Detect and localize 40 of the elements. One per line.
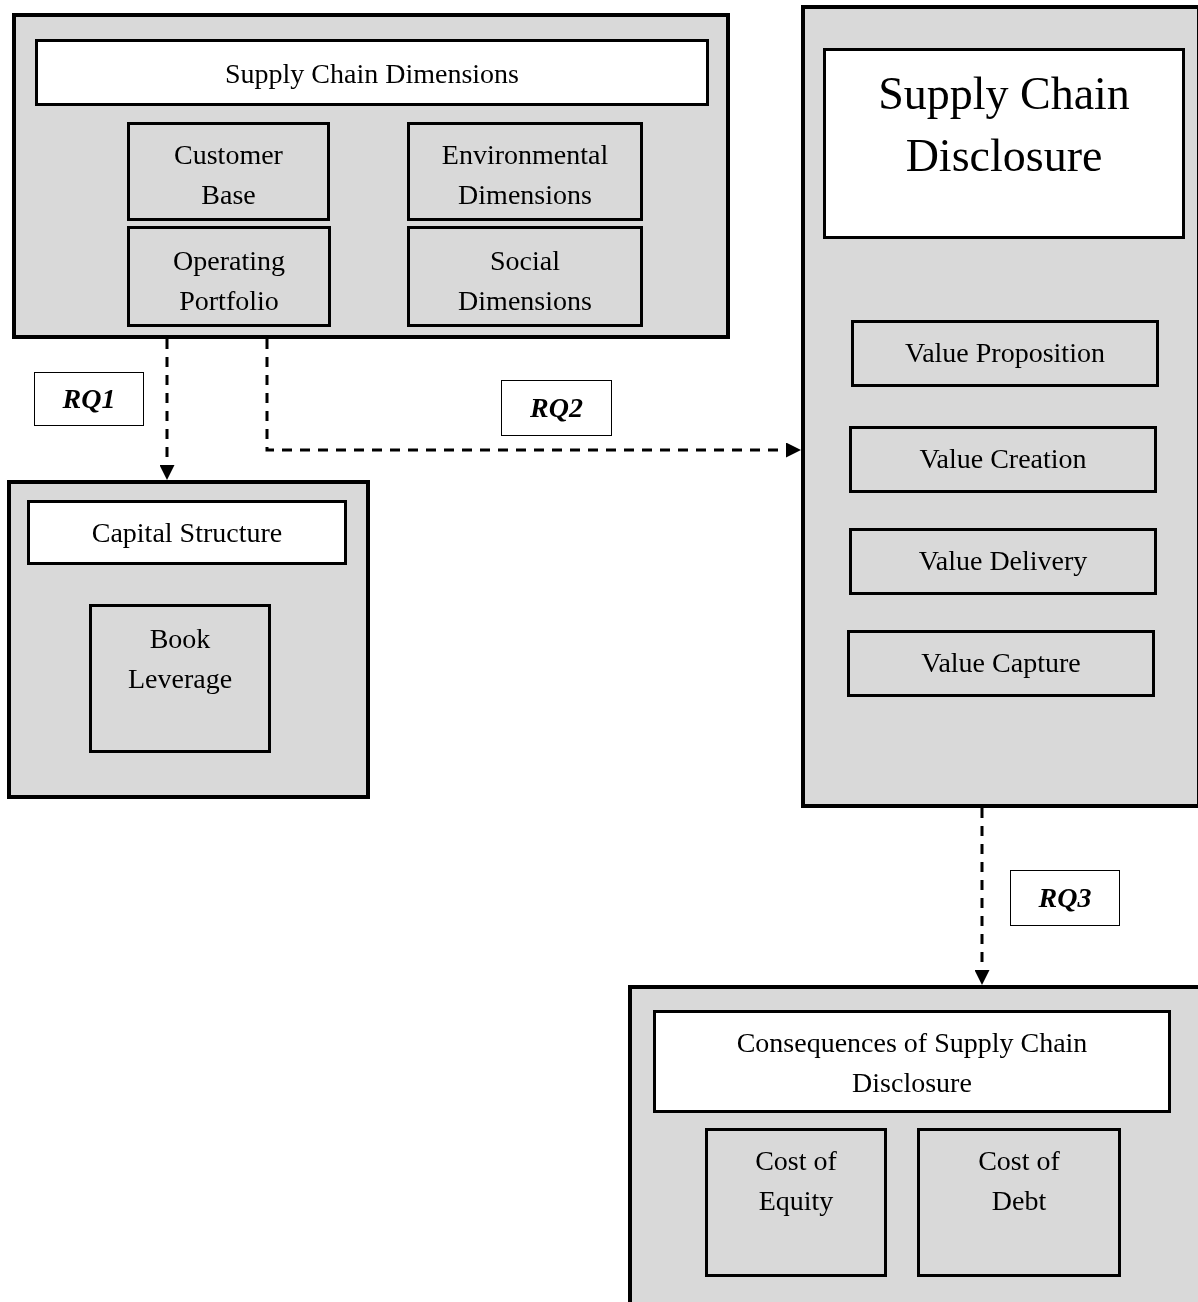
box-text: Value Capture	[920, 646, 1082, 680]
concept-box	[847, 630, 1155, 697]
concept-box	[849, 426, 1157, 493]
box-text: Value Delivery	[917, 544, 1089, 578]
box-text: Customer Base	[173, 138, 284, 212]
box-text: Supply Chain Disclosure	[877, 67, 1131, 183]
group-panel	[801, 5, 1198, 808]
group-panel	[12, 13, 730, 339]
concept-box	[849, 528, 1157, 595]
concept-box	[127, 122, 330, 221]
box-text: Capital Structure	[90, 516, 284, 550]
box-text: Book Leverage	[126, 622, 234, 696]
dashed-arrow	[265, 339, 801, 458]
box-text: Cost of Debt	[977, 1144, 1061, 1218]
box-text: Social Dimensions	[457, 244, 593, 318]
box-text: Value Creation	[918, 442, 1088, 476]
dashed-arrow	[974, 808, 990, 985]
box-text: Operating Portfolio	[172, 244, 286, 318]
edge-label: RQ2	[501, 380, 612, 436]
header-box	[653, 1010, 1171, 1113]
box-text: Environmental Dimensions	[440, 138, 610, 212]
group-panel	[7, 480, 370, 799]
box-text: Supply Chain Dimensions	[224, 57, 520, 91]
concept-box	[407, 122, 643, 221]
box-text: Cost of Equity	[754, 1144, 838, 1218]
box-text: Consequences of Supply Chain Disclosure	[735, 1026, 1089, 1100]
edge-label: RQ1	[34, 372, 144, 426]
concept-box	[917, 1128, 1121, 1277]
header-box	[35, 39, 709, 106]
group-panel	[628, 985, 1198, 1302]
concept-box	[407, 226, 643, 327]
header-box	[823, 48, 1185, 239]
concept-box	[851, 320, 1159, 387]
concept-box	[127, 226, 331, 327]
concept-box	[89, 604, 271, 753]
dashed-arrow	[159, 339, 175, 480]
header-box	[27, 500, 347, 565]
edge-label: RQ3	[1010, 870, 1120, 926]
concept-box	[705, 1128, 887, 1277]
box-text: Value Proposition	[904, 336, 1106, 370]
